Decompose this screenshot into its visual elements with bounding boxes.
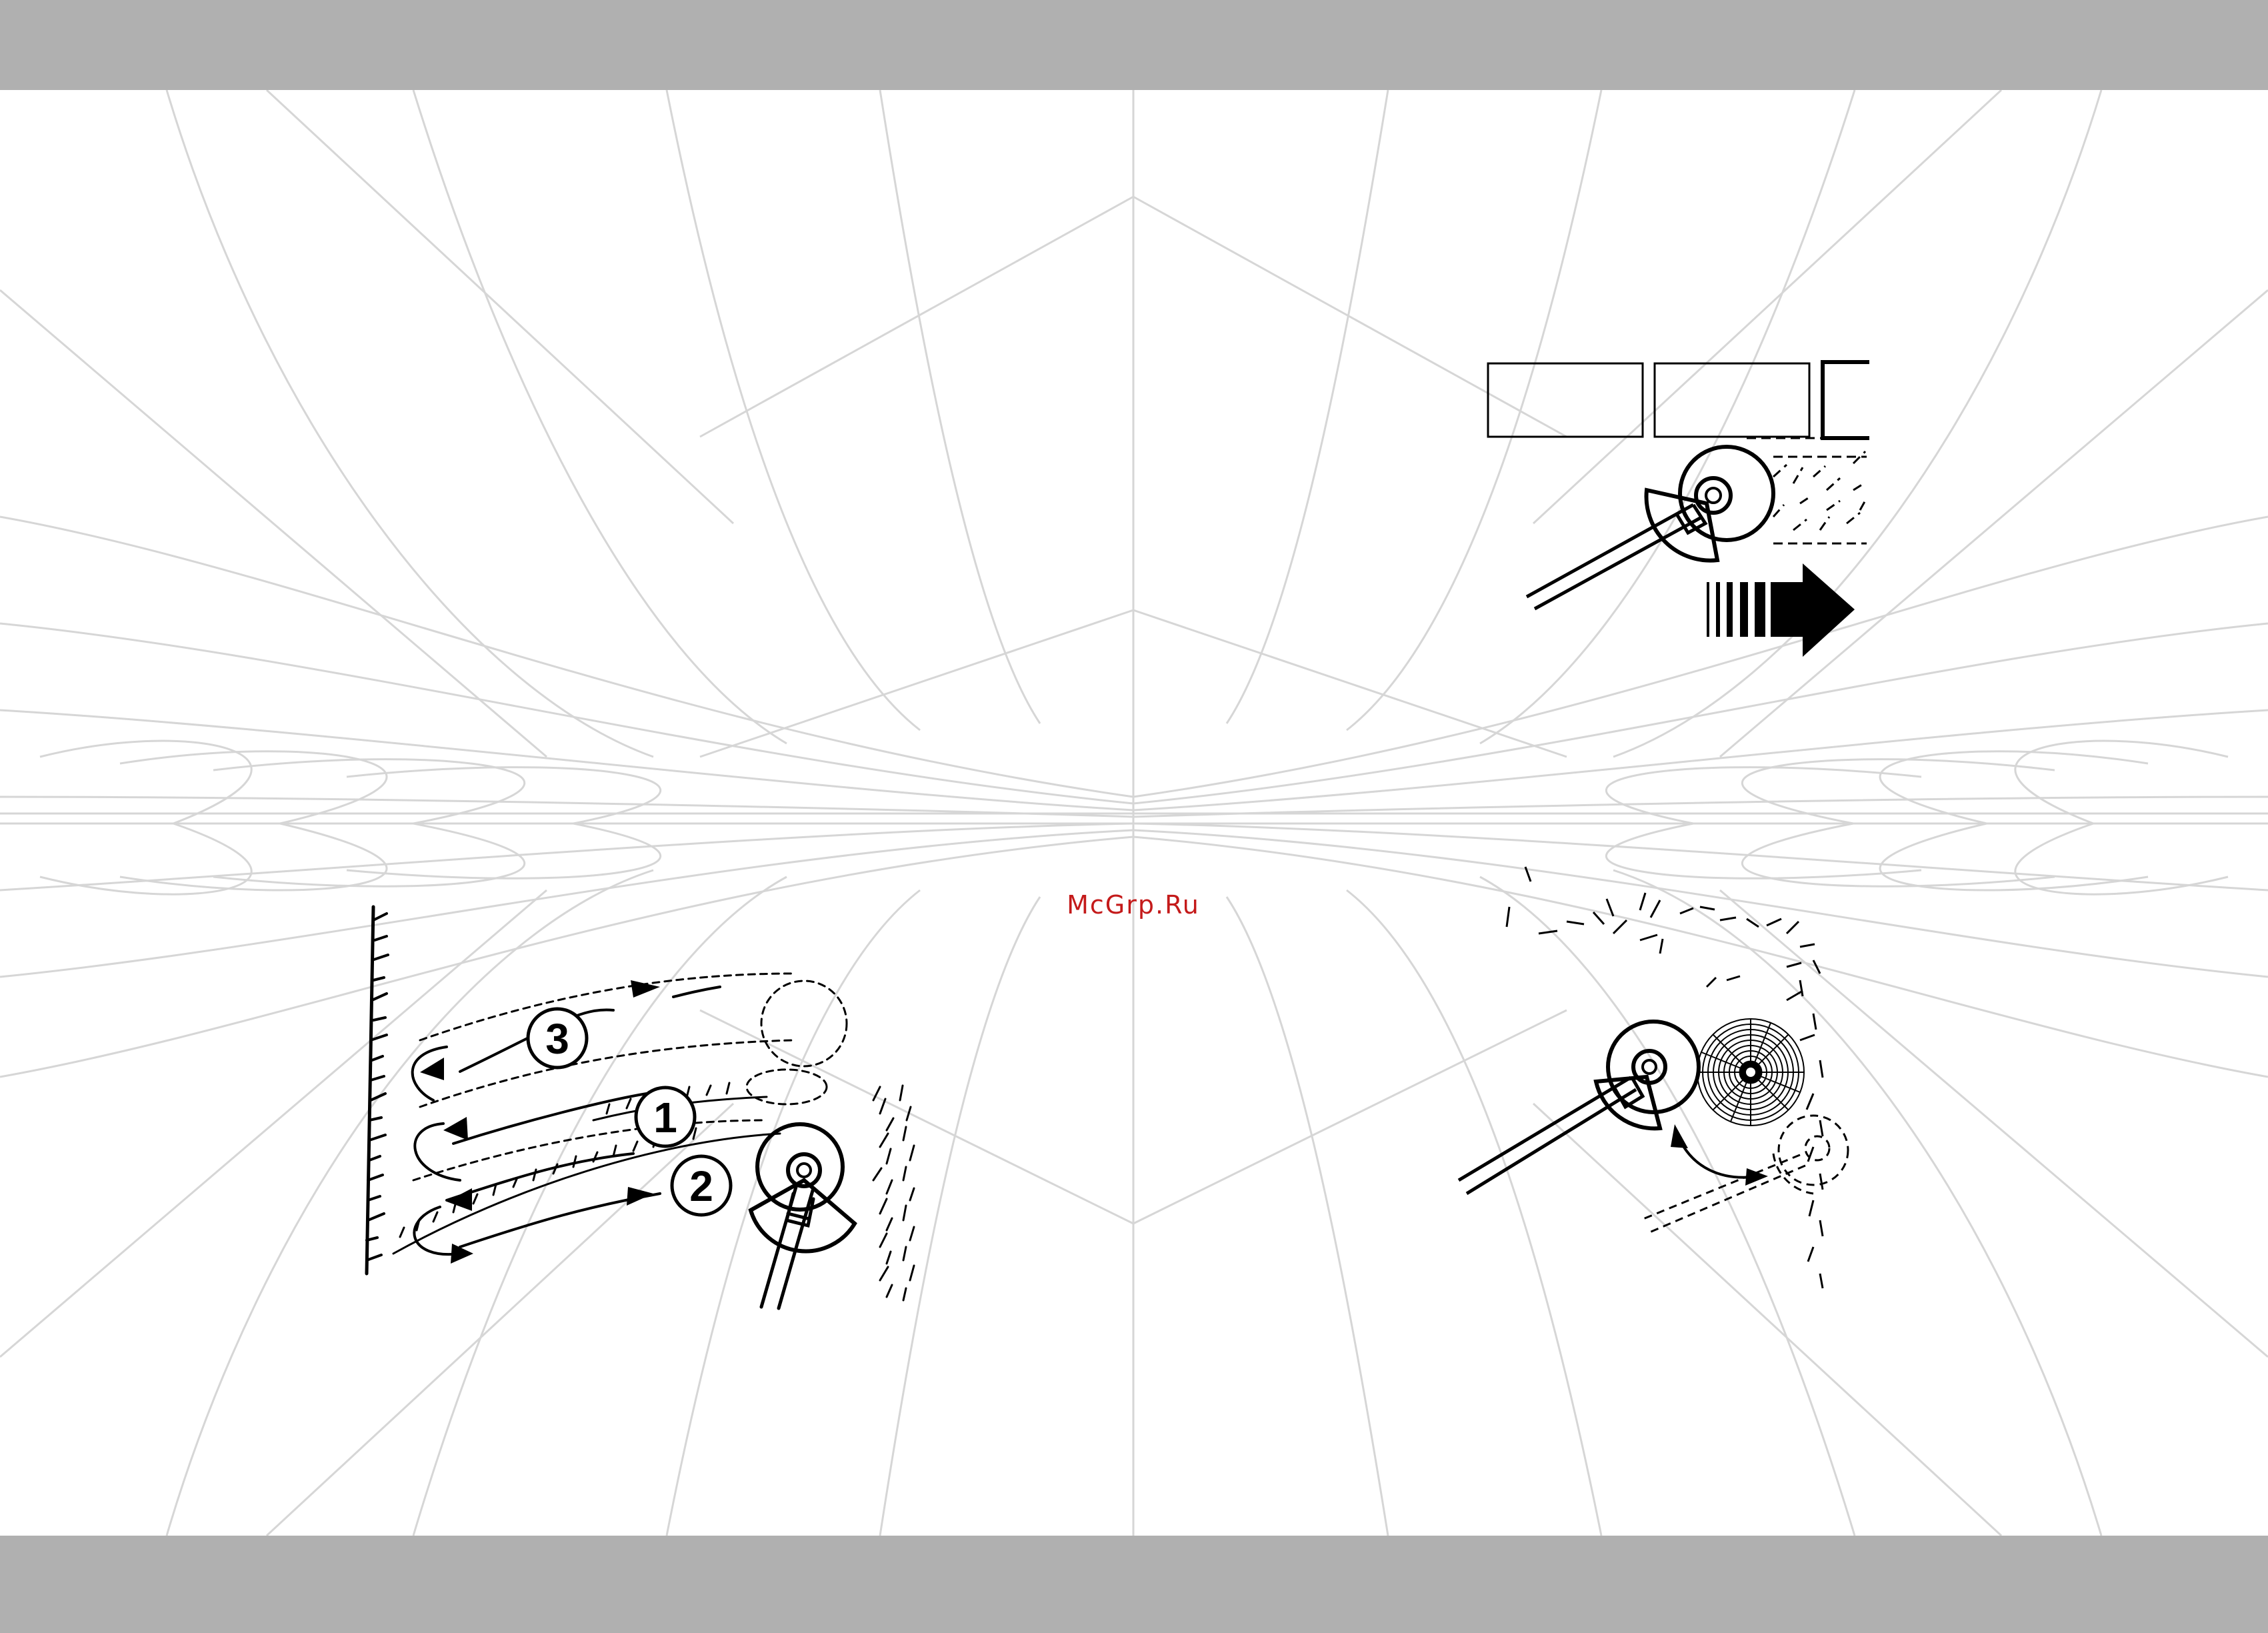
grass-hatching bbox=[1747, 438, 1867, 543]
step-label-3: 3 bbox=[528, 1009, 587, 1068]
trimmer-shaft bbox=[1527, 505, 1705, 609]
wall-edge-figure bbox=[1480, 263, 1880, 663]
manual-spread: McGrp.Ru bbox=[0, 90, 2268, 1536]
arrowhead-2-left bbox=[447, 1188, 472, 1211]
step-label-2: 2 bbox=[672, 1156, 731, 1215]
paving-slab-3 bbox=[1823, 362, 1869, 438]
arrowhead-upper-left bbox=[420, 1058, 444, 1080]
arrowhead-1-left bbox=[443, 1117, 468, 1140]
step-number-2: 2 bbox=[689, 1162, 713, 1210]
tree-trimming-figure bbox=[1440, 847, 1893, 1314]
trimmer-hub bbox=[1696, 478, 1731, 513]
watermark-label: McGrp.Ru bbox=[1040, 890, 1227, 920]
tall-grass-right bbox=[873, 1086, 914, 1300]
paving-slab-2 bbox=[1655, 363, 1809, 437]
swing-arrow bbox=[1680, 1140, 1753, 1178]
bottom-gray-band bbox=[0, 1536, 2268, 1633]
mowing-pattern-figure: 3 1 2 bbox=[353, 900, 927, 1314]
step-number-1: 1 bbox=[653, 1094, 677, 1142]
background-grid-pattern bbox=[0, 90, 2268, 1536]
path-arrow-1 bbox=[453, 1094, 647, 1144]
swing-arrowhead-up bbox=[1671, 1124, 1688, 1148]
step-label-1: 1 bbox=[636, 1088, 695, 1146]
step-number-3: 3 bbox=[545, 1015, 569, 1063]
alternate-trimmer-position bbox=[1640, 1116, 1848, 1234]
direction-arrow-right bbox=[1707, 563, 1855, 657]
path-arrow-3-top bbox=[673, 987, 720, 997]
trimmer-head bbox=[757, 1124, 843, 1210]
top-gray-band bbox=[0, 0, 2268, 90]
path-arrow-2-back bbox=[447, 1154, 633, 1200]
trimmer-shaft bbox=[1459, 1078, 1643, 1194]
trimmer-head bbox=[1680, 447, 1773, 540]
paving-slab-1 bbox=[1488, 363, 1643, 437]
